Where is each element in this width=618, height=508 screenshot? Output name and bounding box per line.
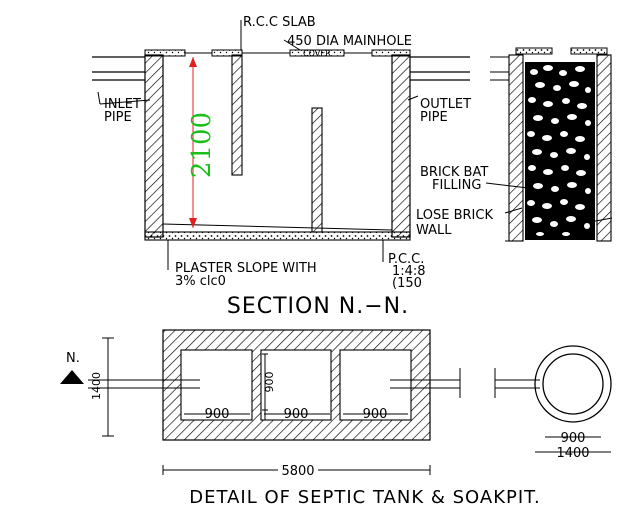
inlet-pipe — [92, 56, 145, 81]
depth-dimension: 2100 — [187, 57, 217, 228]
right-wall — [391, 54, 411, 238]
pcc-floor — [144, 231, 411, 241]
rcc-slab — [144, 49, 411, 57]
section-title: SECTION N.−N. — [227, 294, 409, 319]
soakpit-inner-dia: 900 — [561, 431, 586, 446]
brick-bat-label-1: BRICK BAT — [420, 165, 488, 180]
chamber-1 — [180, 349, 253, 421]
soakpit-plan: 900 1400 — [534, 345, 612, 461]
pcc-label-2: 1:4:8 — [392, 264, 426, 279]
section-view: 2100 R.C.C SLAB 450 DIA MAINHOLE COVER I… — [92, 15, 471, 319]
plaster-label-2: 3% clc0 — [175, 274, 226, 289]
baffle-wall-2 — [311, 107, 323, 233]
depth-label: 2100 — [187, 112, 217, 178]
plan-view: N. 1400 — [60, 329, 612, 479]
chamber-2 — [260, 349, 332, 421]
baffle-wall-1 — [231, 54, 243, 176]
outlet-pipe — [410, 56, 470, 81]
chamber-3 — [339, 349, 412, 421]
chamber-2-width: 900 — [284, 407, 309, 422]
chamber-1-width: 900 — [205, 407, 230, 422]
left-wall — [144, 54, 164, 238]
outlet-label-2: PIPE — [420, 110, 448, 125]
cover-label: COVER — [303, 49, 331, 58]
inlet-label-1: INLET — [104, 97, 141, 112]
rcc-slab-label: R.C.C SLAB — [243, 15, 316, 30]
pcc-label-3: (150 — [392, 276, 422, 291]
north-arrow-icon: N. — [60, 351, 84, 384]
soakpit-section: BRICK BAT FILLING LOSE BRICK WALL — [416, 47, 613, 242]
lose-brick-label-2: WALL — [416, 223, 452, 238]
manhole-label: 450 DIA MAINHOLE — [287, 34, 412, 49]
pcc-label-1: P.C.C. — [388, 252, 424, 267]
north-label: N. — [66, 351, 80, 366]
outlet-label-1: OUTLET — [420, 97, 471, 112]
lose-brick-label-1: LOSE BRICK — [416, 208, 493, 223]
drawing-title: DETAIL OF SEPTIC TANK & SOAKPIT. — [189, 487, 541, 508]
soakpit-outer-dia: 1400 — [556, 446, 589, 461]
inlet-label-2: PIPE — [104, 110, 132, 125]
brick-bat-label-2: FILLING — [432, 178, 481, 193]
overall-length-label: 5800 — [281, 464, 314, 479]
plaster-slope — [162, 223, 393, 231]
chamber-3-width: 900 — [363, 407, 388, 422]
inner-height-label: 900 — [263, 372, 276, 393]
plan-width-label: 1400 — [90, 372, 103, 400]
plaster-label-1: PLASTER SLOPE WITH — [175, 261, 317, 276]
